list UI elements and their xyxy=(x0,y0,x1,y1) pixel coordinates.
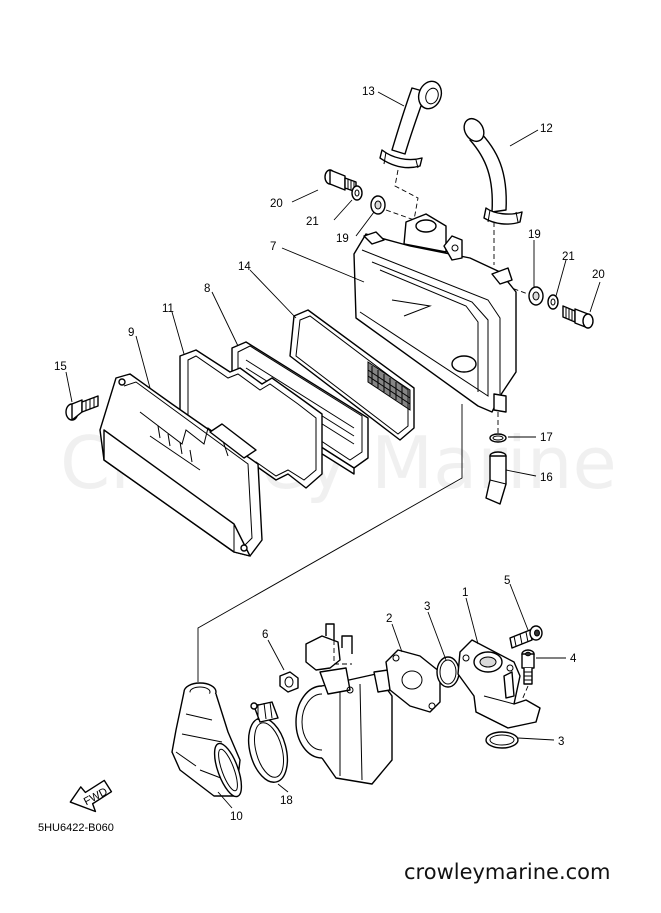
bolt-alignment-line-left xyxy=(385,209,421,223)
callout-20-right: 20 xyxy=(592,269,605,281)
part-17-o-ring[interactable] xyxy=(489,433,507,443)
diagram-code: 5HU6422-B060 xyxy=(38,822,114,834)
part-3-o-ring-lower[interactable] xyxy=(485,731,519,749)
callout-17: 17 xyxy=(540,432,553,444)
fwd-arrow-icon: FWD xyxy=(69,779,113,813)
part-13-breather-hose[interactable] xyxy=(379,78,445,169)
callout-10: 10 xyxy=(230,811,243,823)
part-19-grommet-left[interactable] xyxy=(370,195,386,215)
part-16-drain-joint[interactable] xyxy=(485,451,507,505)
part-3-o-ring-upper[interactable] xyxy=(436,656,460,688)
part-20-bolt-right[interactable] xyxy=(562,305,594,329)
callout-1: 1 xyxy=(462,587,468,599)
callout-11: 11 xyxy=(162,303,174,315)
bolt-alignment-line-4 xyxy=(521,685,529,701)
part-21-washer-left[interactable] xyxy=(351,185,363,201)
callout-13: 13 xyxy=(362,86,375,98)
callout-5: 5 xyxy=(504,575,510,587)
part-20-bolt-left[interactable] xyxy=(324,169,357,193)
part-18-hose-clamp[interactable] xyxy=(242,701,294,787)
callout-20-left: 20 xyxy=(270,198,283,210)
callout-4: 4 xyxy=(570,653,577,665)
intake-to-case-line xyxy=(197,404,463,682)
leader-lines xyxy=(65,91,601,809)
callout-3-lower: 3 xyxy=(558,736,564,748)
callout-6: 6 xyxy=(262,629,268,641)
callout-12: 12 xyxy=(540,123,553,135)
part-6-nut[interactable] xyxy=(279,671,299,693)
callout-7: 7 xyxy=(270,241,276,253)
part-14-filter-element[interactable] xyxy=(289,309,415,441)
callout-16: 16 xyxy=(540,472,553,484)
part-1-manifold[interactable] xyxy=(457,639,541,729)
part-15-bolt[interactable] xyxy=(65,395,99,421)
callout-21-left: 21 xyxy=(306,216,319,228)
callout-2: 2 xyxy=(386,613,392,625)
callout-8: 8 xyxy=(204,283,210,295)
carburetor xyxy=(295,623,393,785)
callout-9: 9 xyxy=(128,327,134,339)
callout-15: 15 xyxy=(54,361,67,373)
callout-21-right: 21 xyxy=(562,251,575,263)
callout-19-left: 19 xyxy=(336,233,349,245)
part-21-washer-right[interactable] xyxy=(547,294,559,310)
part-12-breather-hose[interactable] xyxy=(460,115,523,225)
part-10-intake-joint[interactable] xyxy=(171,682,247,800)
callout-19-right: 19 xyxy=(528,229,541,241)
part-4-bolt[interactable] xyxy=(521,649,535,685)
fwd-label: FWD xyxy=(82,786,110,808)
callout-14: 14 xyxy=(238,261,251,273)
website-label[interactable]: crowleymarine.com xyxy=(404,860,610,884)
callout-3-upper: 3 xyxy=(424,601,430,613)
part-9-silencer-cover[interactable] xyxy=(99,373,263,557)
part-5-bolt[interactable] xyxy=(509,625,543,649)
part-2-insulator-gasket[interactable] xyxy=(385,649,441,713)
part-7-silencer-case[interactable] xyxy=(353,213,517,413)
part-19-grommet-right[interactable] xyxy=(528,286,544,306)
callout-18: 18 xyxy=(280,795,293,807)
